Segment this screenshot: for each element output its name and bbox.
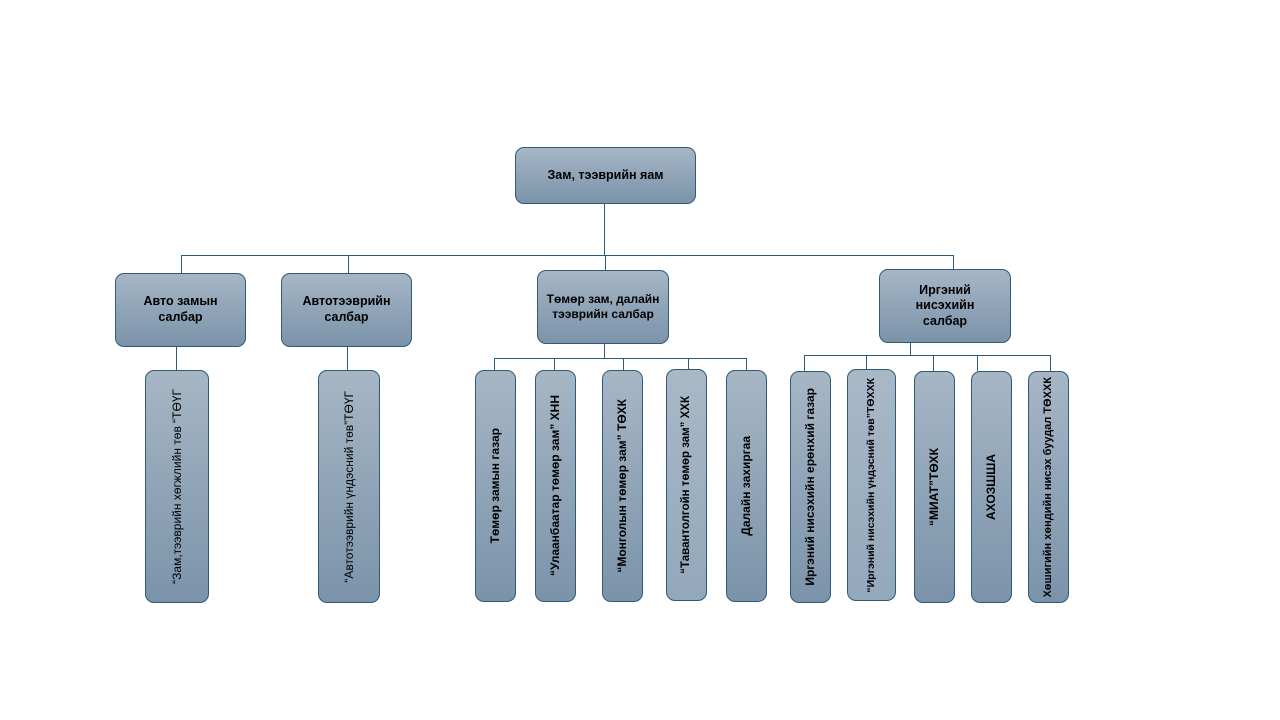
connector — [554, 358, 555, 370]
branch-civil-aviation: Иргэний нисэхийн салбар — [879, 269, 1011, 343]
branch-auto-road: Авто замын салбар — [115, 273, 246, 347]
leaf-label: “Зам,тээврийн хөгжлийн төв “ТӨҮГ — [169, 389, 184, 584]
leaf-label: АХОЗШША — [984, 454, 998, 520]
connector — [866, 355, 867, 369]
connector — [746, 358, 747, 370]
leaf-label: “Тавантолгойн төмөр зам” ХХК — [680, 396, 693, 574]
root-node: Зам, тээврийн яам — [515, 147, 696, 204]
connector — [688, 358, 689, 369]
connector — [494, 358, 495, 370]
leaf-node: Хөшигийн хөндийн нисэх буудал ТӨХХК — [1028, 371, 1069, 603]
leaf-node: “Улаанбаатар төмөр зам” ХНН — [535, 370, 576, 602]
leaf-node: “Зам,тээврийн хөгжлийн төв “ТӨҮГ — [145, 370, 209, 603]
leaf-label: “Улаанбаатар төмөр зам” ХНН — [548, 395, 562, 577]
leaf-label: Төмөр замын газар — [488, 428, 502, 544]
connector — [1050, 355, 1051, 371]
branch-auto-transport: Автотээврийн салбар — [281, 273, 412, 347]
connector — [176, 346, 177, 370]
connector — [347, 346, 348, 370]
leaf-label: Иргэний нисэхийн ерөнхий газар — [803, 388, 817, 586]
leaf-node: “МИАТ”ТӨХК — [914, 371, 955, 603]
connector — [804, 355, 805, 371]
leaf-node: “Иргэний нисэхийн үндэсний төв”ТӨХХК — [847, 369, 896, 601]
connector — [605, 255, 606, 270]
connector — [348, 255, 349, 273]
leaf-label: “Иргэний нисэхийн үндэсний төв”ТӨХХК — [864, 377, 877, 593]
connector — [181, 255, 182, 273]
leaf-label: Хөшигийн хөндийн нисэх буудал ТӨХХК — [1041, 376, 1054, 598]
connector — [953, 255, 954, 269]
branch-rail-sea: Төмөр зам, далайн тээврийн салбар — [537, 270, 669, 344]
leaf-label: “Монголын төмөр зам” ТӨХК — [615, 399, 629, 573]
leaf-node: “Тавантолгойн төмөр зам” ХХК — [666, 369, 707, 601]
connector — [977, 355, 978, 371]
leaf-node: АХОЗШША — [971, 371, 1012, 603]
leaf-node: Төмөр замын газар — [475, 370, 516, 602]
leaf-label: “МИАТ”ТӨХК — [927, 447, 941, 526]
connector — [910, 342, 911, 355]
connector — [804, 355, 1051, 356]
leaf-label: Далайн захиргаа — [739, 436, 753, 536]
leaf-node: Иргэний нисэхийн ерөнхий газар — [790, 371, 831, 603]
connector — [604, 343, 605, 358]
leaf-node: “Автотээврийн үндэсний төв”ТӨҮГ — [318, 370, 380, 603]
connector — [494, 358, 747, 359]
connector — [933, 355, 934, 371]
leaf-node: Далайн захиргаа — [726, 370, 767, 602]
leaf-label: “Автотээврийн үндэсний төв”ТӨҮГ — [341, 390, 356, 583]
connector — [181, 255, 953, 256]
connector — [604, 203, 605, 256]
leaf-node: “Монголын төмөр зам” ТӨХК — [602, 370, 643, 602]
connector — [623, 358, 624, 370]
